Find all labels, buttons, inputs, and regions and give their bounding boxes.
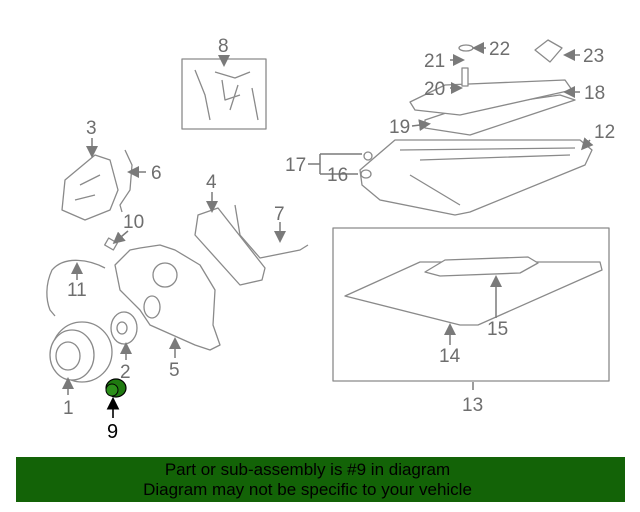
callout-5: 5 [169, 360, 180, 381]
callout-4: 4 [206, 172, 217, 193]
callout-10: 10 [123, 212, 144, 233]
part-17-grommet[interactable] [363, 151, 373, 161]
banner-line-1: Part or sub-assembly is #9 in diagram [164, 460, 451, 479]
callout-3: 3 [86, 118, 97, 139]
part-info-banner: Part or sub-assembly is #9 in diagram Di… [16, 457, 625, 502]
callout-2: 2 [120, 362, 131, 383]
callout-20: 20 [424, 79, 445, 100]
part-4-cover[interactable] [194, 207, 266, 286]
part-3-cover[interactable] [61, 154, 119, 221]
callout-7: 7 [274, 204, 285, 225]
part-16-grommet[interactable] [360, 169, 372, 179]
part-13-gasket-set[interactable] [332, 227, 610, 382]
callout-21: 21 [424, 51, 445, 72]
callout-14: 14 [439, 346, 461, 367]
callout-15: 15 [487, 319, 508, 340]
part-23-cap[interactable] [534, 39, 563, 63]
callout-19: 19 [389, 117, 410, 138]
callout-12: 12 [594, 122, 615, 143]
callout-8: 8 [218, 36, 229, 57]
part-8-timing-guides[interactable] [181, 58, 267, 130]
part-10-sensor[interactable] [104, 237, 118, 251]
callout-17: 17 [285, 155, 306, 176]
part-12-valve-cover[interactable] [359, 139, 593, 216]
part-5-timing-cover[interactable] [114, 244, 221, 351]
callout-22: 22 [489, 39, 510, 60]
banner-line-2: Diagram may not be specific to your vehi… [143, 480, 472, 499]
part-11-sensor-wire[interactable] [46, 259, 106, 317]
part-1-pulley[interactable] [49, 321, 113, 383]
callout-16: 16 [327, 165, 348, 186]
part-20-bolt[interactable] [461, 67, 469, 87]
callout-11: 11 [67, 280, 87, 301]
callout-23: 23 [583, 46, 604, 67]
callout-6: 6 [151, 163, 162, 184]
part-2-hub[interactable] [110, 311, 138, 345]
callout-arrows [62, 42, 594, 418]
part-22-washer[interactable] [458, 44, 474, 52]
part-7-gasket[interactable] [234, 204, 309, 259]
part-6-gasket[interactable] [119, 149, 133, 213]
callout-1: 1 [63, 398, 74, 419]
callout-18: 18 [584, 83, 605, 104]
callout-13: 13 [462, 395, 483, 416]
callout-9: 9 [107, 421, 118, 443]
